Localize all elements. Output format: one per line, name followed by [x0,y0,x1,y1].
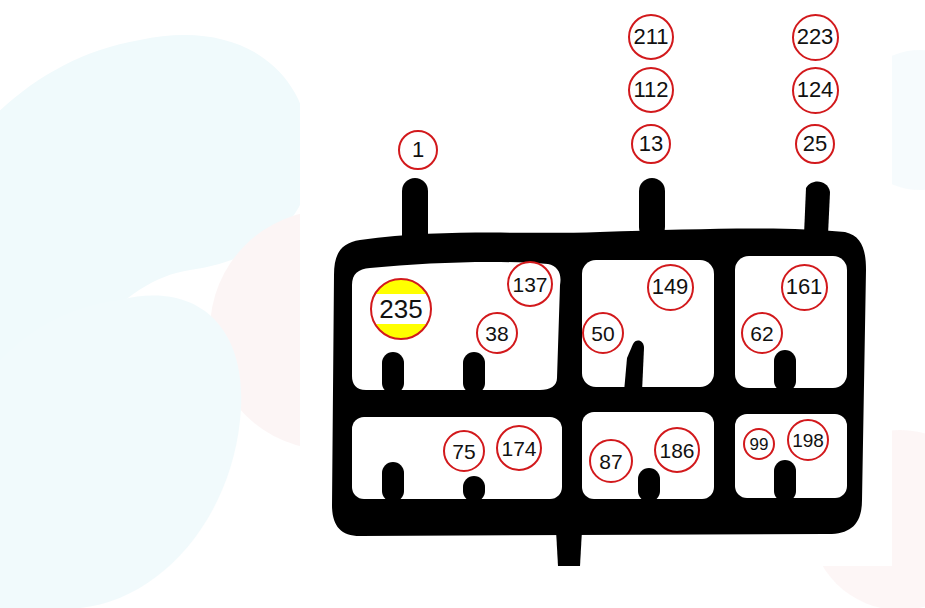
callout-text: 1 [412,139,424,161]
fuse-slots [352,256,847,499]
callout-number: 38 [476,312,518,354]
callout-text: 174 [501,438,536,459]
callout-text: 124 [797,79,834,101]
sheet [300,0,892,566]
callout-number: 137 [507,261,553,307]
callout-number: 149 [647,264,694,311]
callout-number: 198 [787,419,829,461]
callout-text: 87 [599,451,622,472]
callout-number: 161 [781,264,828,311]
callout-text: 38 [485,323,508,344]
fuse-frame [332,178,866,566]
callout-number: 186 [654,427,700,473]
callout-number: 211 [628,14,674,60]
callout-number: 75 [443,430,485,472]
callout-text: 211 [633,26,668,48]
callout-number: 124 [792,67,839,114]
callout-number: 112 [628,67,674,113]
callout-text: 149 [652,276,689,298]
callout-text: 112 [633,79,668,101]
callout-text: 235 [379,296,422,322]
callout-number: 223 [792,14,839,61]
callout-number: 99 [743,428,775,460]
callout-number: 25 [795,124,835,164]
callout-text: 25 [803,133,827,155]
callout-text: 75 [452,441,475,462]
callout-number: 235 [370,278,432,340]
callout-number: 174 [496,425,542,471]
callout-text: 13 [639,133,663,155]
callout-text: 62 [750,323,773,344]
callout-text: 137 [512,274,547,295]
callout-text: 198 [792,431,824,450]
callout-text: 161 [786,276,823,298]
callout-number: 50 [582,312,624,354]
callout-text: 223 [797,26,834,48]
callout-text: 186 [659,440,694,461]
callout-number: 1 [398,130,438,170]
callout-number: 62 [741,312,783,354]
fuse-pegs [382,341,796,502]
callout-number: 87 [589,439,633,483]
callout-text: 50 [591,323,614,344]
callout-text: 99 [750,436,769,453]
callout-number: 13 [631,124,671,164]
